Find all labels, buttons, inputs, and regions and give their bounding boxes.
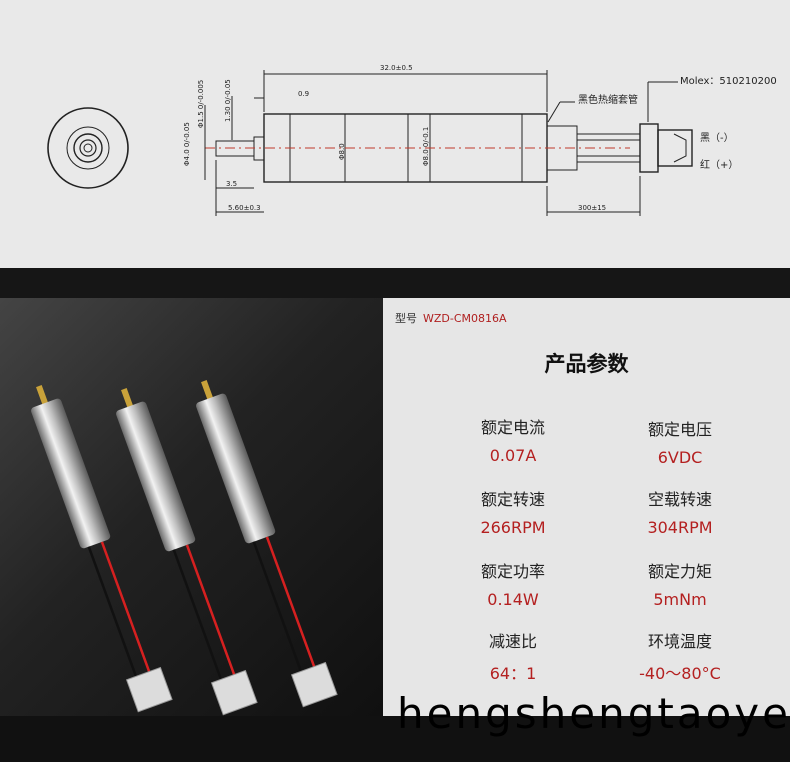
motor-2 — [116, 388, 258, 716]
wire-black-label: 黑（-） — [700, 132, 734, 144]
motor-dimension-drawing: 32.0±0.5 0.9 3.5 5.60±0.3 300±15 Φ1.5 0/… — [47, 64, 777, 216]
spec-rated-torque: 额定力矩 5mNm — [595, 558, 765, 609]
model-label: 型号 — [395, 312, 417, 325]
side-view — [204, 70, 693, 216]
spec-label: 额定电压 — [647, 420, 712, 439]
technical-drawing: 32.0±0.5 0.9 3.5 5.60±0.3 300±15 Φ1.5 0/… — [0, 0, 790, 268]
dim-lead-length: 300±15 — [578, 204, 606, 212]
spec-label: 环境温度 — [647, 632, 712, 651]
separator-band — [0, 268, 790, 298]
spec-value: 5mNm — [653, 590, 707, 609]
spec-label: 额定力矩 — [647, 562, 712, 581]
spec-value: 64：1 — [489, 664, 537, 683]
specs-title: 产品参数 — [544, 352, 629, 376]
motor-3 — [196, 380, 338, 708]
dim-shaft-length: 5.60±0.3 — [228, 204, 261, 212]
motor-1 — [31, 385, 173, 713]
product-photo — [0, 298, 383, 716]
dim-shaft-flat: 3.5 — [226, 180, 237, 188]
spec-label: 额定转速 — [480, 490, 545, 509]
spec-label: 额定功率 — [480, 562, 545, 581]
spec-label: 额定电流 — [480, 418, 545, 437]
spec-value: 304RPM — [647, 518, 713, 537]
connector-label: Molex：510210200 — [680, 76, 777, 87]
spec-value: -40～80°C — [639, 664, 721, 683]
dim-motor-diameter: Φ8.0 — [338, 143, 346, 160]
dim-total-length: 32.0±0.5 — [380, 64, 413, 72]
model-row: 型号 WZD-CM0816A — [395, 310, 507, 326]
dim-shaft-diameter: Φ1.5 0/-0.005 — [197, 80, 205, 128]
spec-value: 266RPM — [480, 518, 546, 537]
spec-label: 减速比 — [488, 632, 537, 651]
end-view — [47, 107, 129, 189]
wire-red-label: 红（+） — [700, 158, 738, 171]
watermark-text: hengshengtaoye — [397, 689, 790, 738]
spec-no-load-speed: 空载转速 304RPM — [595, 486, 765, 537]
motors-illustration — [31, 380, 338, 716]
dim-gear-diameter: Φ8.0 0/-0.1 — [422, 127, 430, 166]
dim-flat-diameter: 1.30 0/-0.05 — [224, 79, 232, 122]
sleeve-label: 黑色热缩套管 — [578, 93, 638, 106]
spec-rated-speed: 额定转速 266RPM — [428, 486, 598, 537]
footer-band — [0, 716, 790, 762]
spec-label: 空载转速 — [647, 490, 712, 509]
spec-rated-power: 额定功率 0.14W — [428, 558, 598, 609]
spec-value: 6VDC — [657, 448, 703, 467]
spec-rated-current: 额定电流 0.07A — [428, 414, 598, 465]
model-value: WZD-CM0816A — [423, 312, 507, 325]
spec-rated-voltage: 额定电压 6VDC — [595, 416, 765, 467]
spec-ambient-temperature: 环境温度 -40～80°C — [595, 628, 765, 684]
dim-hub-length: 0.9 — [298, 90, 309, 98]
dim-hub-diameter: Φ4.0 0/-0.05 — [183, 122, 191, 166]
spec-gear-ratio: 减速比 64：1 — [428, 628, 598, 684]
spec-value: 0.07A — [489, 446, 537, 465]
spec-value: 0.14W — [487, 590, 539, 609]
